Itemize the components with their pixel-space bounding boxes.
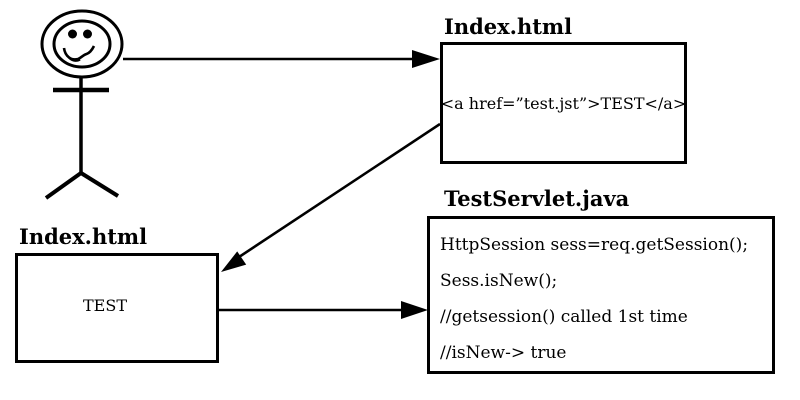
actor-left-leg — [44, 171, 83, 200]
servlet-code-line: //getsession() called 1st time — [440, 307, 688, 327]
arrow-index-top-to-index-bottom — [221, 122, 441, 272]
index-bottom-box: TEST — [15, 253, 219, 363]
actor-right-leg — [79, 171, 120, 198]
servlet-code-line: HttpSession sess=req.getSession(); — [440, 235, 749, 255]
actor-left-eye — [68, 29, 77, 39]
servlet-code-line: //isNew-> true — [440, 343, 567, 363]
arrow-user-to-index-top — [123, 50, 440, 68]
arrow-index-bottom-to-servlet — [218, 301, 428, 319]
actor-smile — [62, 45, 96, 61]
actor-lower-lip — [68, 56, 81, 62]
arrow-index-top-to-index-bottom-head — [221, 251, 247, 272]
arrow-user-to-index-top-head — [412, 50, 440, 68]
user-stick-figure-icon — [40, 9, 124, 200]
index-bottom-title: Index.html — [19, 224, 148, 249]
actor-head-inner-circle — [52, 19, 112, 69]
actor-right-eye — [83, 29, 92, 39]
index-top-box: <a href=”test.jst”>TEST</a> — [440, 42, 687, 164]
index-top-anchor-code: <a href=”test.jst”>TEST</a> — [440, 93, 687, 113]
servlet-box: HttpSession sess=req.getSession(); Sess.… — [427, 216, 775, 374]
index-top-title: Index.html — [444, 14, 573, 39]
arrow-index-top-to-index-bottom-line — [238, 122, 441, 259]
arrow-index-bottom-to-servlet-head — [401, 301, 428, 319]
servlet-code-line: Sess.isNew(); — [440, 271, 558, 291]
index-bottom-test-link-label: TEST — [83, 295, 127, 315]
servlet-title: TestServlet.java — [444, 186, 630, 211]
